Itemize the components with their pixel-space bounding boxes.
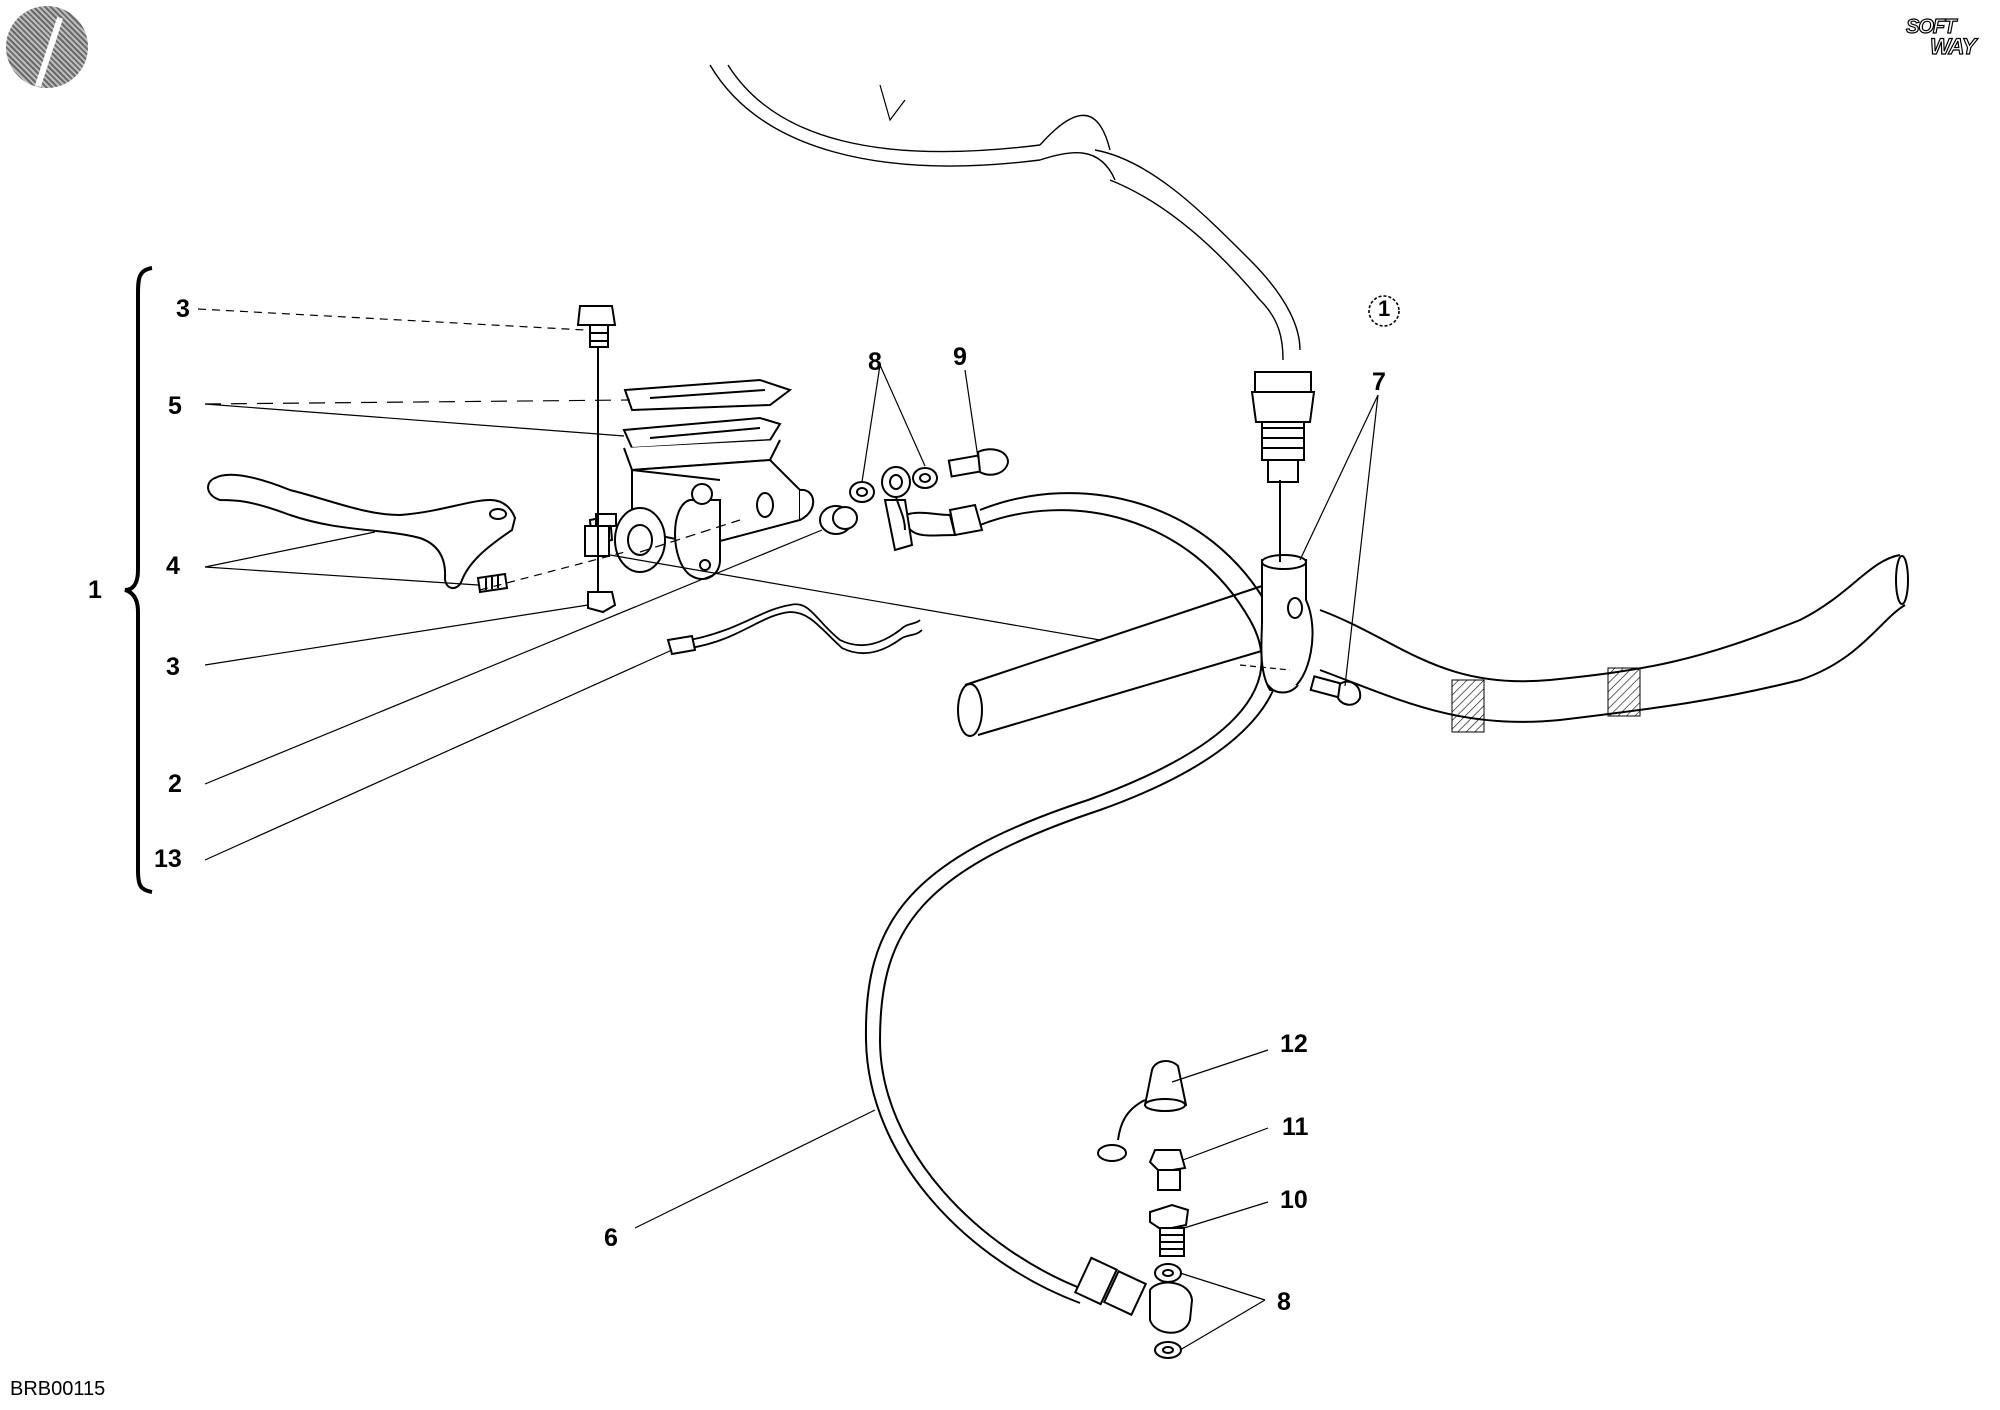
pivot-nut — [587, 591, 617, 614]
switch-connector — [666, 634, 697, 656]
reservoir-diaphragm — [622, 416, 782, 450]
callout-circled-1: 1 — [1378, 296, 1391, 321]
banjo-bolt-lower — [1149, 1203, 1190, 1257]
callout-5: 5 — [168, 392, 182, 420]
callout-4: 4 — [166, 552, 180, 580]
circled-reference-icon — [1368, 295, 1400, 327]
assembly-brace — [124, 266, 153, 894]
banjo-fitting-bottom — [1073, 1256, 1194, 1334]
callout-6: 6 — [604, 1224, 618, 1252]
brand-emblem-icon — [6, 6, 88, 88]
brake-hose — [864, 492, 1283, 1304]
logo-line-2: WAY — [1929, 33, 1977, 59]
logo-line-1: SOFT — [1905, 15, 1957, 38]
callout-10: 10 — [1280, 1186, 1308, 1214]
callout-7: 7 — [1372, 368, 1386, 396]
clamp-bolt — [1309, 675, 1362, 706]
mirror-outline — [709, 64, 1301, 361]
reservoir-cover — [623, 378, 793, 412]
callout-3-top: 3 — [176, 295, 190, 323]
callout-13: 13 — [154, 845, 182, 873]
softway-logo-icon: SOFT WAY — [1900, 14, 1992, 59]
callout-3-bottom: 3 — [166, 653, 180, 681]
sealing-washer-top — [849, 467, 938, 503]
handlebar — [957, 554, 1909, 737]
diagram-code: BRB00115 — [10, 1378, 106, 1400]
callout-11: 11 — [1282, 1113, 1309, 1141]
callout-8-top: 8 — [868, 348, 882, 376]
pivot-bolt — [576, 305, 617, 348]
handlebar-clamp — [1260, 554, 1314, 694]
banjo-bolt — [947, 448, 1010, 478]
callout-group-1: 1 — [88, 576, 102, 604]
callout-9: 9 — [953, 343, 967, 371]
leader-lines — [197, 308, 1379, 1351]
callout-8-bottom: 8 — [1277, 1288, 1291, 1316]
bleed-cap — [1097, 1060, 1188, 1162]
mirror-stem-fitting — [1250, 371, 1316, 483]
bleed-valve — [1148, 1149, 1187, 1191]
callout-2: 2 — [168, 770, 182, 798]
master-cylinder — [588, 439, 815, 580]
brake-switch-wire — [689, 603, 923, 655]
sealing-washer-lower — [1154, 1263, 1182, 1359]
callout-12: 12 — [1280, 1030, 1308, 1058]
reservoir-plug — [819, 505, 858, 535]
brake-lever — [207, 473, 517, 589]
banjo-union-top — [881, 466, 911, 531]
banjo-fitting-top — [883, 499, 984, 552]
